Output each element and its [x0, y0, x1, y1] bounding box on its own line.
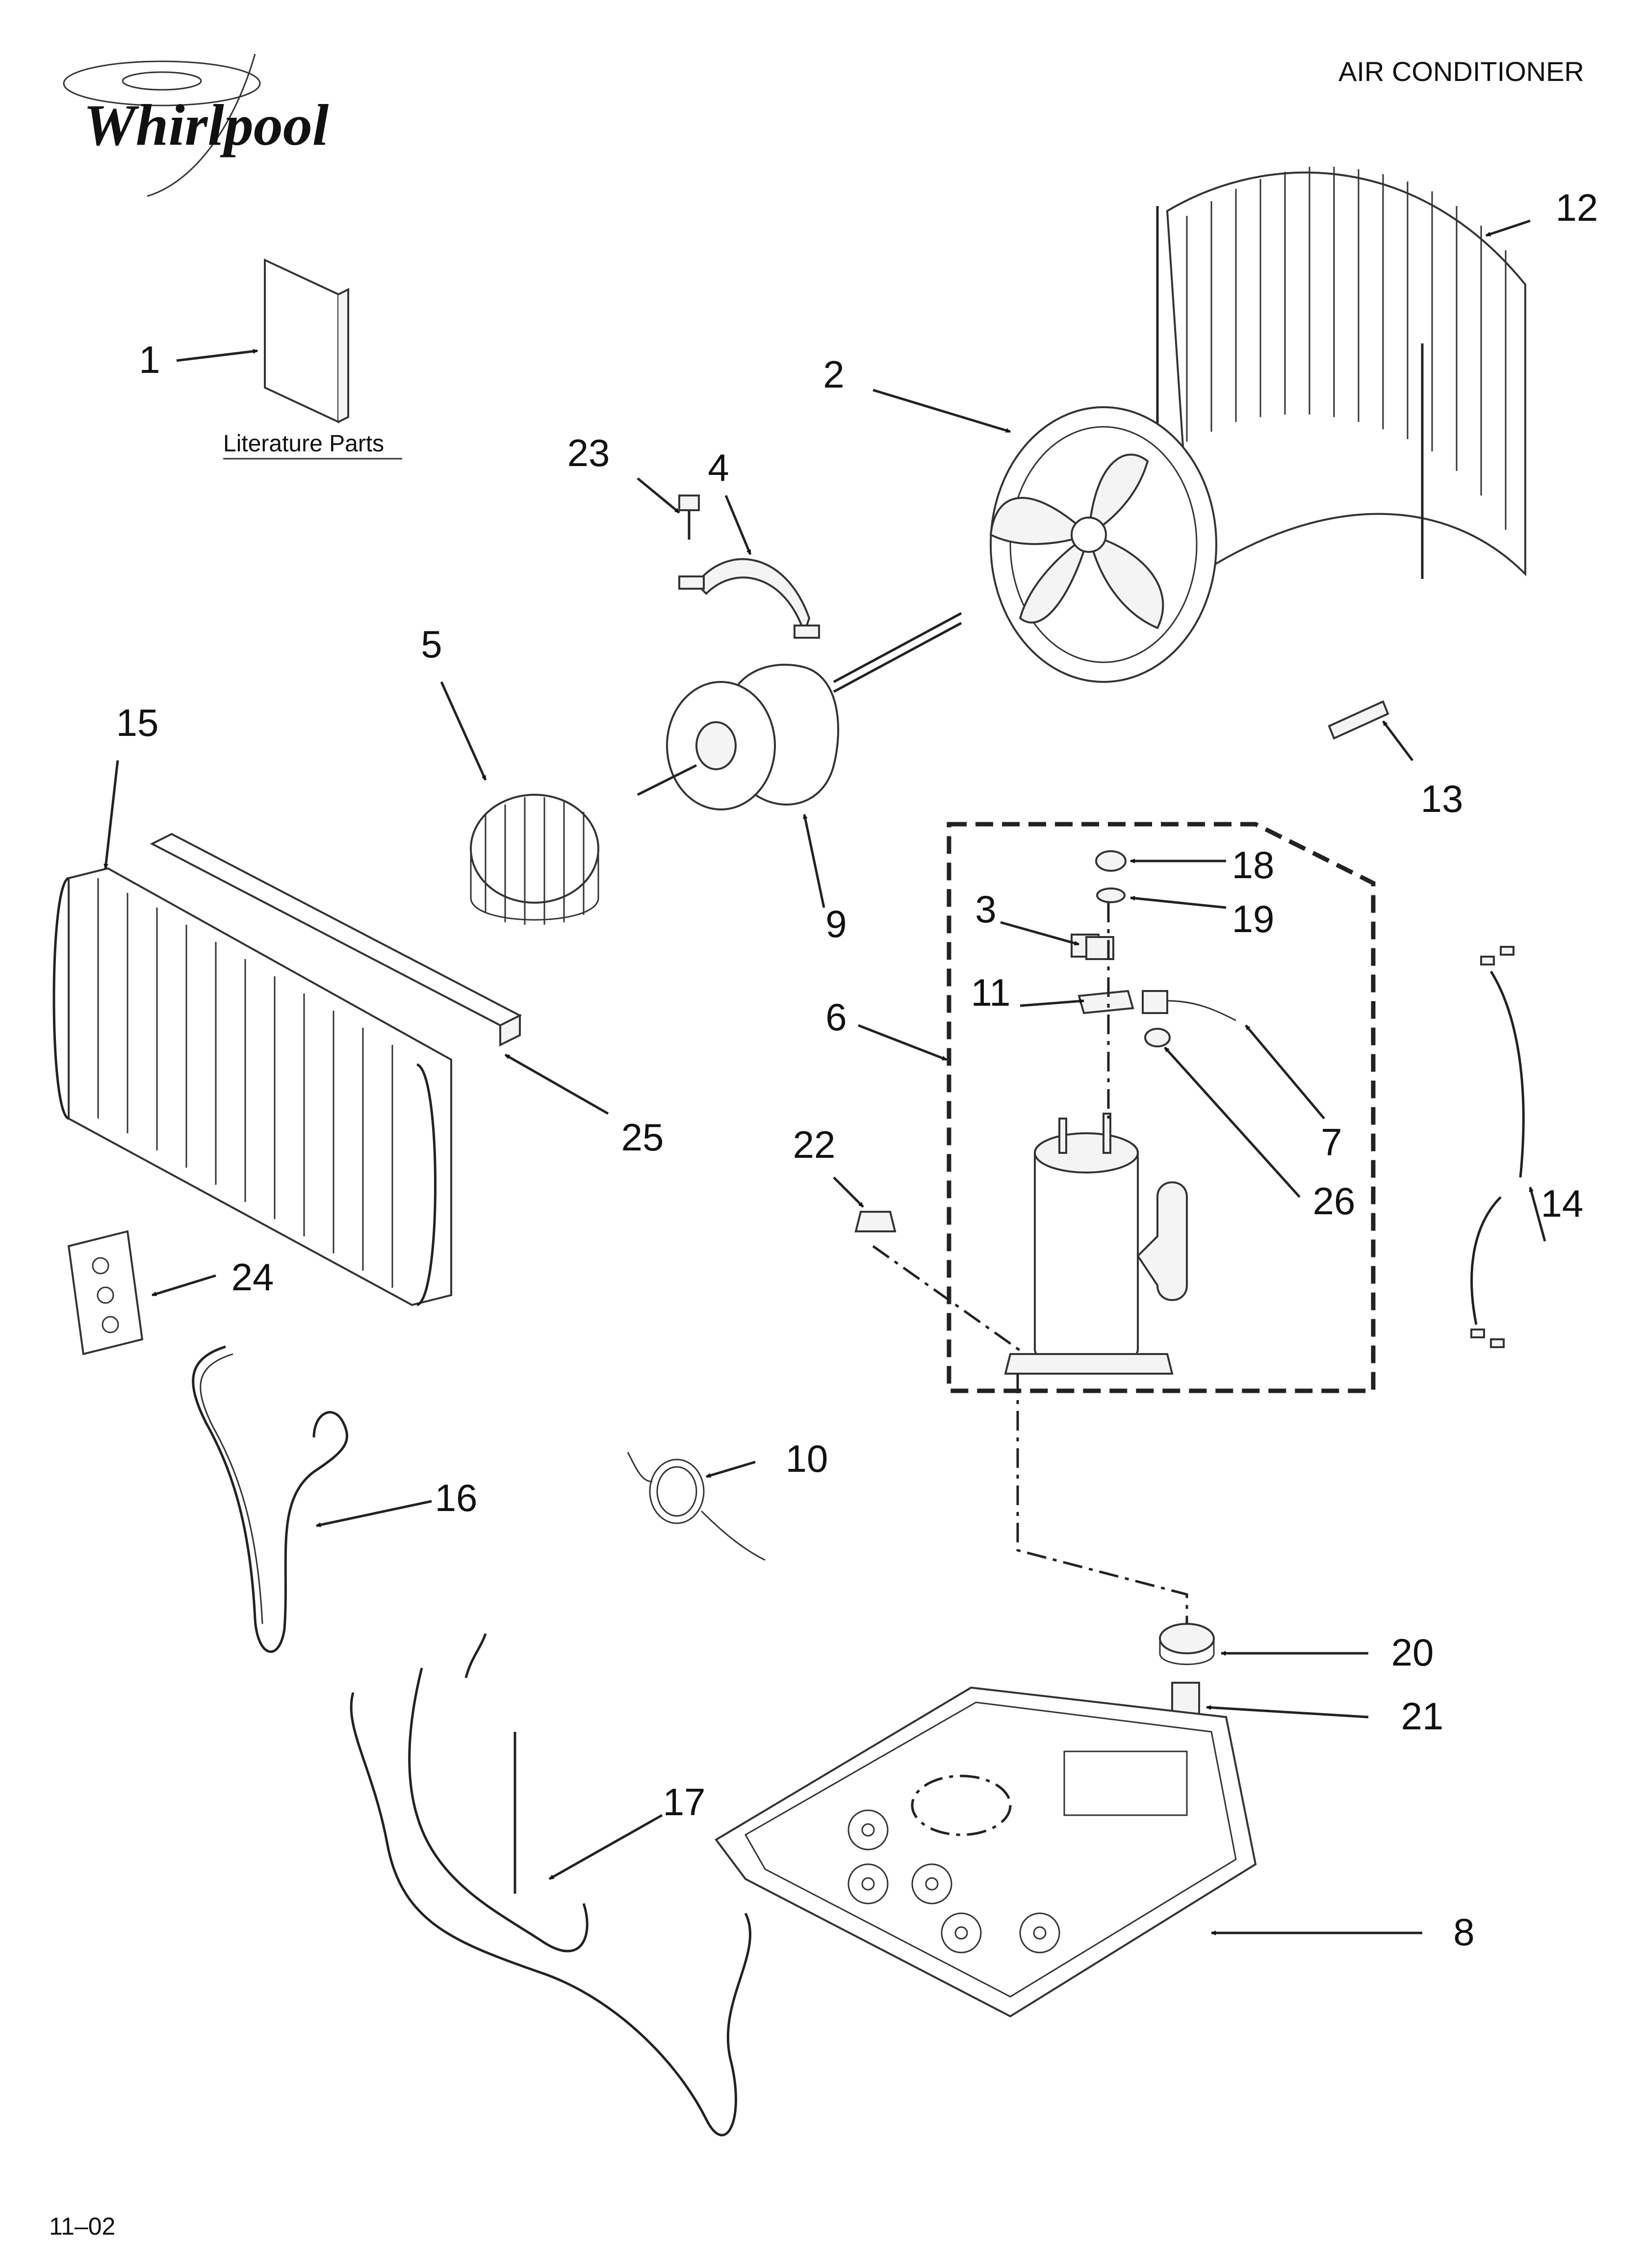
callout-17: 17: [663, 1780, 706, 1824]
callout-24: 24: [231, 1255, 274, 1299]
part-grommet-bottom: [1159, 1623, 1215, 1665]
callout-16: 16: [435, 1476, 478, 1519]
callout-26: 26: [1313, 1179, 1356, 1223]
part-tube-short: [192, 1345, 348, 1653]
callout-23: 23: [567, 431, 610, 474]
page-title: AIR CONDITIONER: [1338, 56, 1584, 87]
callout-5: 5: [421, 623, 442, 666]
part-grommet-top: [854, 1211, 1026, 1356]
whirlpool-logo: Whirlpool: [63, 53, 329, 197]
callout-15: 15: [116, 701, 159, 744]
callout-20: 20: [1391, 1631, 1434, 1674]
part-fan-motor: [637, 612, 962, 810]
part-thermistor: [1328, 700, 1389, 740]
accumulator: [1136, 1181, 1188, 1301]
part-condenser-coil: [1156, 167, 1526, 581]
callout-2: 2: [823, 353, 844, 396]
callout-25: 25: [621, 1116, 664, 1159]
literature-label: Literature Parts: [223, 431, 384, 457]
part-terminal-cover: [1071, 934, 1114, 960]
part-bracket: [1078, 990, 1134, 1015]
callout-22: 22: [793, 1123, 836, 1166]
part-wire-harness: [1470, 946, 1525, 1348]
leader-arrows: [103, 219, 1546, 1935]
part-fan-blade: [989, 406, 1217, 683]
part-nut: [1095, 850, 1127, 872]
callout-3: 3: [975, 887, 996, 931]
part-motor-strap: [678, 558, 820, 639]
part-overload: [1142, 990, 1236, 1021]
callout-4: 4: [708, 446, 729, 489]
compressor-assembly-box: [947, 822, 1376, 1393]
part-washer: [1096, 887, 1126, 903]
brand-name: Whirlpool: [83, 92, 329, 157]
part-insulation-block: [67, 1230, 144, 1356]
revision-code: 11–02: [49, 2213, 115, 2240]
part-overload-cap: [1144, 1028, 1171, 1047]
callout-19: 19: [1232, 897, 1275, 940]
part-compressor: [1004, 1113, 1188, 1375]
callout-6: 6: [825, 995, 847, 1039]
logo-swirl-icon: [63, 60, 261, 106]
callout-21: 21: [1401, 1694, 1444, 1738]
part-mounting-bar: [150, 833, 522, 1047]
part-base-pan: [715, 1686, 1257, 2018]
callout-labels: 1 2 3 4 5 6 7 8 9 10 11 12 13 14 15 16 1…: [116, 186, 1598, 1954]
part-screw: [678, 495, 700, 540]
compressor-base: [1004, 1353, 1174, 1375]
part-wire-clip: [627, 1452, 766, 1561]
callout-9: 9: [825, 902, 847, 945]
part-tube-long: [350, 1633, 752, 2137]
callout-14: 14: [1541, 1182, 1584, 1225]
callout-18: 18: [1232, 843, 1275, 886]
fan-hub: [1071, 517, 1107, 553]
part-literature: Literature Parts: [223, 258, 402, 460]
mount-leader: [1016, 1374, 1188, 1624]
callout-7: 7: [1321, 1121, 1342, 1164]
callout-8: 8: [1453, 1910, 1474, 1954]
callout-11: 11: [971, 971, 1011, 1014]
part-blower-wheel: [470, 794, 599, 925]
callout-12: 12: [1556, 186, 1598, 229]
callout-1: 1: [139, 338, 160, 381]
callout-10: 10: [786, 1437, 828, 1480]
coil-fins: [1186, 167, 1507, 530]
callout-13: 13: [1421, 777, 1463, 820]
part-evaporator-coil: [52, 867, 452, 1306]
